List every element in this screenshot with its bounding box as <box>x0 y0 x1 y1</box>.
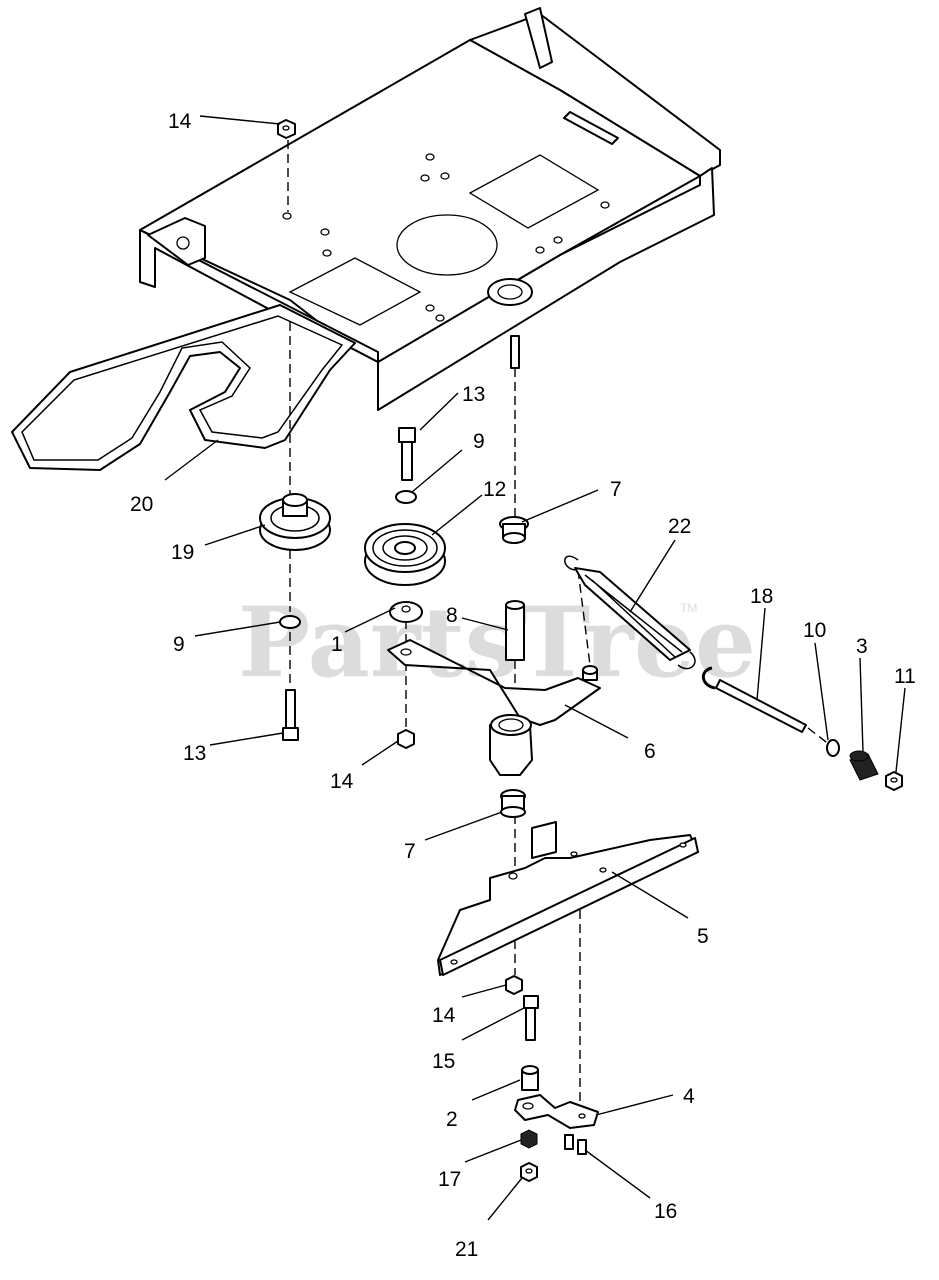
bolt-15 <box>523 995 539 1041</box>
washer-9-lower <box>279 615 301 629</box>
nut-14-top <box>277 119 296 139</box>
watermark-trademark: TM <box>680 601 697 615</box>
nut-14-mid <box>397 729 415 749</box>
callout-14: 14 <box>330 770 354 793</box>
spacer-2 <box>521 1065 539 1091</box>
assembly-lines <box>287 140 831 1105</box>
washer-10 <box>826 739 840 757</box>
callout-14: 14 <box>432 1004 456 1027</box>
idler-pulley-12 <box>364 523 446 586</box>
callout-1: 1 <box>331 633 343 656</box>
spring-22 <box>564 555 696 670</box>
callout-21: 21 <box>455 1238 478 1261</box>
screw-16 <box>564 1134 587 1155</box>
idler-arm-6 <box>387 639 601 776</box>
stud <box>510 335 520 369</box>
nut-21 <box>520 1162 538 1182</box>
callout-19: 19 <box>171 541 194 564</box>
callout-13: 13 <box>462 383 485 406</box>
callout-11: 11 <box>894 665 916 688</box>
callout-7: 7 <box>610 478 622 501</box>
callout-15: 15 <box>432 1050 455 1073</box>
callout-9: 9 <box>173 633 185 656</box>
callout-14: 14 <box>168 110 192 133</box>
bolt-13-lower <box>282 689 299 741</box>
callout-5: 5 <box>697 925 709 948</box>
nut-14-lower <box>505 975 523 995</box>
callout-22: 22 <box>668 515 691 538</box>
washer-9-upper <box>395 490 417 504</box>
pulley-19 <box>259 493 331 551</box>
nut-17 <box>520 1129 538 1149</box>
spacer-3 <box>849 750 879 781</box>
callout-18: 18 <box>750 585 773 608</box>
callout-16: 16 <box>654 1200 677 1223</box>
callout-7: 7 <box>404 840 416 863</box>
spacer-1 <box>389 601 423 623</box>
callout-2: 2 <box>446 1108 458 1131</box>
callout-labels: 14 13 9 12 7 20 19 22 18 10 3 11 9 1 8 6… <box>130 110 916 1261</box>
callout-4: 4 <box>683 1085 695 1108</box>
nut-11 <box>885 771 903 791</box>
rod-18 <box>701 666 807 733</box>
callout-20: 20 <box>130 493 153 516</box>
callout-8: 8 <box>446 604 458 627</box>
spacer-8 <box>505 600 525 661</box>
callout-17: 17 <box>438 1168 461 1191</box>
callout-13: 13 <box>183 742 206 765</box>
leader-lines <box>164 115 906 1221</box>
bolt-13-upper <box>398 427 416 481</box>
callout-9: 9 <box>473 430 485 453</box>
callout-3: 3 <box>856 635 868 658</box>
bushing-7-lower <box>500 789 526 818</box>
bushing-7-upper <box>499 516 529 544</box>
drive-belt <box>11 304 356 471</box>
bracket-5 <box>437 821 699 976</box>
plate-4 <box>514 1094 599 1129</box>
callout-6: 6 <box>644 740 656 763</box>
callout-10: 10 <box>803 619 826 642</box>
callout-12: 12 <box>483 478 506 501</box>
